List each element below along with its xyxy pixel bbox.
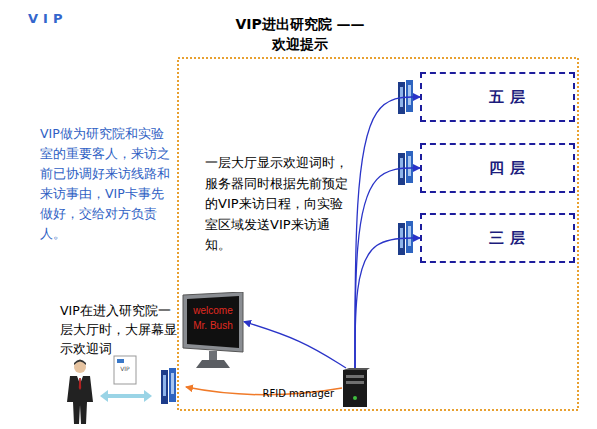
signal-connector xyxy=(355,238,420,368)
reader-light xyxy=(400,87,403,107)
reader-panel xyxy=(398,153,405,185)
rfid-reader xyxy=(398,151,413,185)
server-light xyxy=(353,396,357,400)
diagram-title: VIP进出研究院 ——欢迎提示 xyxy=(230,14,370,54)
vip-card xyxy=(114,356,136,384)
visitor-hair xyxy=(74,360,86,366)
monitor-stand xyxy=(196,360,230,368)
monitor-neck xyxy=(209,351,217,361)
visitor-tie xyxy=(79,378,81,390)
reader-light xyxy=(400,158,403,178)
reader-light xyxy=(408,226,411,246)
swipe-head xyxy=(144,390,152,402)
signal-connector xyxy=(355,168,420,368)
server-tower xyxy=(340,368,370,408)
reader-panel xyxy=(406,80,413,112)
reader-panel xyxy=(398,223,405,255)
building-frame xyxy=(178,58,578,410)
reader-light xyxy=(408,85,411,105)
corner-tag: VIP xyxy=(28,10,98,28)
note-text: VIP做为研究院和实验室的重要客人，来访之前已协调好来访线路和来访事由，VIP卡… xyxy=(40,124,174,244)
reader-light xyxy=(408,156,411,176)
swipe-head xyxy=(100,390,108,402)
visitor-figure xyxy=(67,360,93,425)
swipe-line xyxy=(106,394,146,398)
server-label: RFID manager xyxy=(263,388,334,400)
rfid-reader xyxy=(398,80,413,114)
screen-text: welcome Mr. Bush xyxy=(187,303,239,333)
rfid-reader xyxy=(161,368,176,404)
floor-box: 五 层 xyxy=(420,72,575,122)
rfid-server: RFID manager xyxy=(340,368,370,408)
reader-panel xyxy=(406,221,413,253)
server-case xyxy=(343,370,367,407)
signal-connector xyxy=(355,97,420,368)
floor-label: 五 层 xyxy=(472,85,542,109)
card-swipe-arrow xyxy=(100,390,152,402)
reader-light xyxy=(163,375,166,396)
card-body xyxy=(114,356,136,384)
floor-box: 四 层 xyxy=(420,143,575,193)
reader-light xyxy=(400,228,403,248)
monitor-frame xyxy=(183,292,243,352)
card-text: VIP xyxy=(116,365,134,373)
reader-panel xyxy=(398,82,405,114)
note-text: VIP在进入研究院一层大厅时，大屏幕显示欢迎词 xyxy=(60,301,182,358)
floor-label: 四 层 xyxy=(472,156,542,180)
visitor-suit xyxy=(67,376,93,424)
signal-connector xyxy=(244,322,346,368)
rfid-reader xyxy=(398,221,413,255)
note-text: 一层大厅显示欢迎词时，服务器同时根据先前预定的VIP来访日程，向实验室区域发送V… xyxy=(205,153,355,256)
server-top xyxy=(343,368,370,370)
floor-box: 三 层 xyxy=(420,213,575,263)
display-screen: welcome Mr. Bush xyxy=(182,292,244,370)
server-bay xyxy=(346,381,364,384)
monitor-screen xyxy=(187,296,239,348)
server-bay xyxy=(346,375,364,378)
reader-panel xyxy=(169,368,176,402)
card-logo xyxy=(117,359,124,363)
reader-panel xyxy=(161,370,168,404)
reader-light xyxy=(171,373,174,394)
floor-label: 三 层 xyxy=(472,226,542,250)
reader-panel xyxy=(406,151,413,183)
